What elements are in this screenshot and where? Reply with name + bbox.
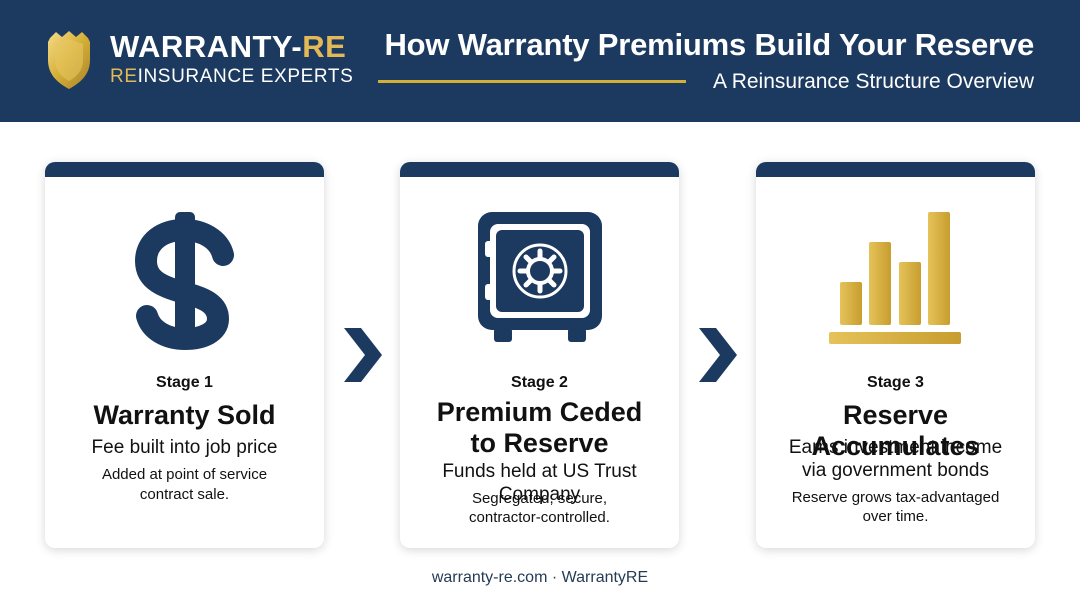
- stage-label: Stage 3: [867, 374, 924, 391]
- page-title: How Warranty Premiums Build Your Reserve: [384, 27, 1034, 62]
- stage-title-line-2: to Reserve: [470, 428, 609, 458]
- footer-link-text: warranty-re.com · WarrantyRE: [431, 569, 649, 586]
- stage-detail-line-2: over time.: [862, 508, 929, 525]
- stage-detail-line-1: Segregated, secure,: [471, 490, 608, 507]
- stage-card-2: Stage 2 Premium Ceded to Reserve Funds h…: [400, 162, 679, 548]
- stage-description: Fee built into job price: [91, 437, 278, 458]
- stage-detail-line-1: Added at point of service: [101, 466, 268, 483]
- chevron-right-icon: [344, 328, 382, 382]
- dollar-sign-icon: [134, 212, 234, 351]
- stage-detail-line-2: contract sale.: [139, 486, 230, 503]
- stage-label: Stage 1: [156, 374, 213, 391]
- stage-title: Reserve Accumulates: [811, 400, 980, 461]
- card-top-bar: [756, 162, 1035, 177]
- stage-title: Warranty Sold: [93, 400, 276, 430]
- stage-title-line-1: Premium Ceded: [436, 397, 643, 427]
- vault-safe-icon: [478, 212, 602, 342]
- stage-description-line-2: via government bonds: [802, 460, 989, 481]
- title-underline: [378, 80, 686, 83]
- card-top-bar: [45, 162, 324, 177]
- stage-card-1: Stage 1 Warranty Sold Fee built into job…: [45, 162, 324, 548]
- logo-name-main: WARRANTY-: [110, 29, 303, 64]
- stage-description-line-1: Earns investment income: [788, 437, 1003, 458]
- card-top-bar: [400, 162, 679, 177]
- stage-card-3: Stage 3 Reserve Accumulates Earns invest…: [756, 162, 1035, 548]
- logo-tagline: REINSURANCE EXPERTS: [110, 66, 353, 88]
- header-banner: WARRANTY-RE REINSURANCE EXPERTS How Warr…: [0, 0, 1080, 122]
- bar-chart-growth-icon: [829, 212, 961, 344]
- logo-name-accent: RE: [302, 29, 347, 64]
- shield-icon: [48, 31, 90, 89]
- chevron-right-icon: [699, 328, 737, 382]
- logo-name: WARRANTY-RE: [110, 30, 346, 64]
- stage-label: Stage 2: [511, 374, 568, 391]
- stage-description: Funds held at US Trust Company: [442, 461, 637, 505]
- logo-tagline-accent: RE: [110, 66, 138, 87]
- logo-tagline-rest: INSURANCE EXPERTS: [137, 66, 354, 87]
- page-subtitle: A Reinsurance Structure Overview: [713, 70, 1034, 93]
- stage-detail-line-1: Reserve grows tax-advantaged: [791, 489, 1000, 506]
- stage-detail-line-2: contractor-controlled.: [469, 509, 610, 526]
